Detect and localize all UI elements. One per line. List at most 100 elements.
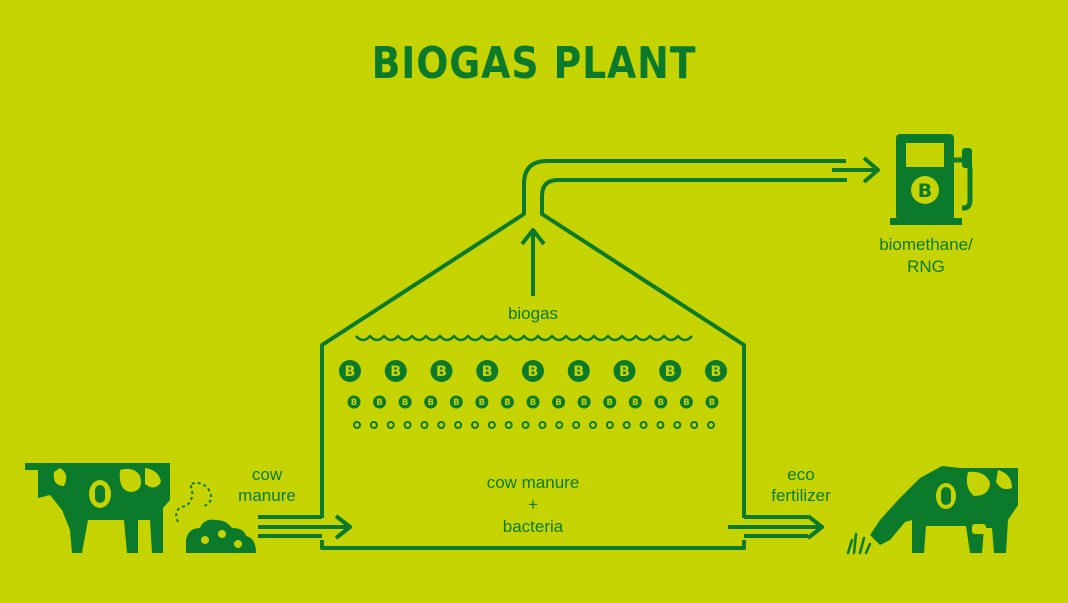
- biogas-bubble-icon: [567, 360, 590, 382]
- biogas-bubble-icon: [522, 360, 544, 382]
- bubble-glyph: B: [390, 364, 401, 380]
- biogas-bubble-icon: [339, 360, 361, 382]
- bubble-glyph: B: [709, 397, 715, 407]
- biogas-bubble-icon: [384, 360, 407, 382]
- biogas-bubble-icon: [449, 395, 463, 409]
- biogas-up-arrow: [520, 228, 546, 296]
- bubble-glyph: B: [530, 397, 536, 407]
- digester-floor: [320, 540, 746, 550]
- tank-label-line3: bacteria: [502, 517, 564, 536]
- svg-text:B: B: [918, 180, 932, 202]
- fuel-pump-icon: B: [890, 134, 973, 225]
- output-label-line2: fertilizer: [771, 486, 831, 505]
- biogas-bubble-icon: [589, 421, 597, 429]
- biomethane-label-line2: RNG: [907, 257, 945, 276]
- biogas-bubble-icon: [613, 360, 636, 382]
- bubble-glyph: B: [376, 397, 382, 407]
- gas-outlet-arrow: [832, 156, 880, 184]
- biogas-bubble-icon: [605, 421, 614, 429]
- biogas-bubble-icon: [475, 395, 489, 409]
- biogas-bubble-icon: [386, 421, 395, 429]
- input-label-line2: manure: [238, 486, 296, 505]
- biogas-bubble-icon: [705, 360, 727, 382]
- manure-pile-icon: [186, 519, 256, 553]
- biomethane-label-line1: biomethane/: [879, 235, 973, 254]
- bubble-glyph: B: [528, 364, 539, 380]
- bubble-glyph: B: [573, 364, 584, 380]
- biogas-bubble-icon: [603, 395, 617, 409]
- bubble-glyph: B: [402, 397, 408, 407]
- drop-trail: [175, 482, 213, 523]
- bubble-glyph: B: [555, 397, 561, 407]
- biogas-bubble-icon: [628, 395, 642, 409]
- biogas-bubble-icon: [403, 421, 412, 429]
- biogas-bubble-icon: [656, 421, 665, 429]
- biogas-bubble-icon: [690, 421, 699, 429]
- tank-label-line1: cow manure: [486, 473, 580, 492]
- bubble-glyph: B: [427, 397, 433, 407]
- biogas-bubble-icon: [353, 421, 361, 429]
- biogas-bubble-icon: [437, 421, 446, 429]
- output-pipe: [728, 514, 824, 540]
- biogas-bubble-icon: [430, 360, 453, 382]
- bubble-glyph: B: [345, 364, 356, 380]
- biogas-bubble-icon: [572, 421, 581, 429]
- bubble-glyph: B: [606, 397, 612, 407]
- bubble-glyph: B: [351, 397, 357, 407]
- bubble-glyph: B: [658, 397, 664, 407]
- biogas-bubble-icon: [487, 421, 496, 429]
- biogas-bubble-icon: [454, 421, 463, 429]
- biogas-bubble-icon: [526, 395, 540, 409]
- bubble-glyph: B: [436, 364, 447, 380]
- page-title: BIOGAS PLANT: [371, 38, 697, 89]
- biogas-bubble-icon: [538, 421, 547, 429]
- biogas-bubble-icon: [639, 421, 648, 429]
- biogas-bubble-icon: [552, 395, 566, 409]
- biogas-bubbles-small: [353, 421, 715, 429]
- bubble-glyph: B: [665, 364, 676, 380]
- biogas-bubble-icon: [555, 421, 564, 429]
- digester-tank: [320, 159, 846, 518]
- grass-icon: [846, 532, 872, 555]
- bubble-glyph: B: [619, 364, 630, 380]
- biogas-label: biogas: [507, 304, 559, 323]
- biogas-bubble-icon: [521, 421, 530, 429]
- biogas-bubble-icon: [347, 395, 361, 409]
- bubble-glyph: B: [581, 397, 587, 407]
- biogas-bubble-icon: [622, 421, 631, 429]
- output-label-line1: eco: [787, 465, 815, 484]
- biogas-bubble-icon: [424, 395, 438, 409]
- biogas-bubble-icon: [654, 395, 668, 409]
- biogas-bubble-icon: [577, 395, 591, 409]
- biogas-bubble-icon: [476, 360, 499, 382]
- input-pipe: [258, 514, 352, 540]
- bubble-glyph: B: [683, 397, 689, 407]
- tank-label-line2: +: [528, 495, 538, 514]
- biogas-bubble-icon: [679, 395, 693, 409]
- input-label-line1: cow: [251, 465, 283, 484]
- cow-icon: [25, 463, 170, 553]
- biogas-bubble-icon: [659, 360, 682, 382]
- bubble-glyph: B: [711, 364, 722, 380]
- bubble-glyph: B: [632, 397, 638, 407]
- biogas-bubble-icon: [471, 421, 479, 429]
- bubble-glyph: B: [504, 397, 510, 407]
- biogas-bubble-icon: [705, 395, 719, 409]
- bubble-glyph: B: [482, 364, 493, 380]
- liquid-surface: [355, 334, 693, 342]
- biogas-bubble-icon: [398, 395, 412, 409]
- grazing-cow-icon: [870, 466, 1018, 553]
- biogas-bubble-icon: [500, 395, 514, 409]
- biogas-bubble-icon: [373, 395, 387, 409]
- biogas-bubble-icon: [673, 421, 682, 429]
- digester-roof-right: [540, 178, 847, 518]
- biogas-bubble-icon: [420, 421, 429, 429]
- biogas-bubble-icon: [707, 421, 715, 429]
- biogas-bubble-icon: [504, 421, 513, 429]
- biogas-bubble-icon: [369, 421, 378, 429]
- bubble-glyph: B: [479, 397, 485, 407]
